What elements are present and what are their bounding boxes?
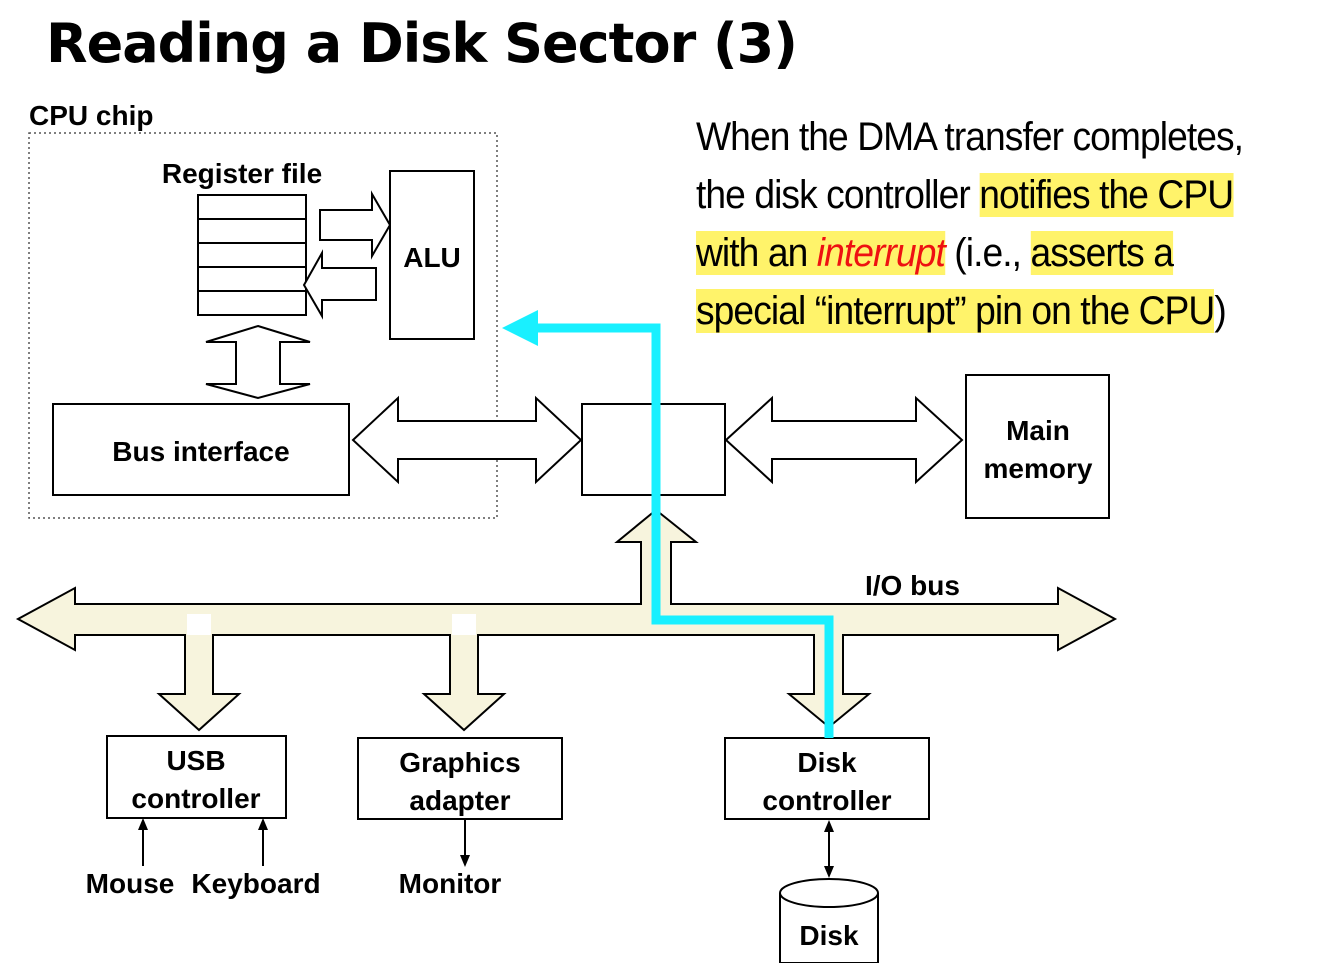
- explanation-part2: (i.e.,: [944, 231, 1031, 275]
- graphics-adapter-label-line1: Graphics: [399, 747, 520, 778]
- graphics-adapter-label-line2: adapter: [409, 785, 510, 816]
- mouse-label: Mouse: [86, 868, 175, 899]
- bus-interface-label: Bus interface: [112, 436, 289, 467]
- cpu-chip-label: CPU chip: [29, 100, 153, 131]
- interrupt-emphasis: interrupt: [816, 231, 946, 275]
- keyboard-arrow: [258, 818, 268, 866]
- mouse-arrow: [138, 818, 148, 866]
- explanation-highlight1: notifies the CPU with an: [696, 173, 1234, 275]
- register-file: [197, 194, 307, 316]
- disk-label: Disk: [799, 920, 859, 951]
- graphics-branch-junction: [452, 614, 476, 635]
- monitor-label: Monitor: [399, 868, 502, 899]
- interrupt-arrowhead: [502, 310, 538, 346]
- main-memory-box: [965, 374, 1110, 519]
- explanation-part3: ): [1214, 289, 1226, 333]
- disk-controller-label-line2: controller: [762, 785, 891, 816]
- memory-bus-arrow: [724, 395, 964, 485]
- page-title: Reading a Disk Sector (3): [46, 12, 798, 75]
- system-bus-arrow: [351, 395, 583, 485]
- explanation-text: When the DMA transfer completes, the dis…: [696, 108, 1273, 340]
- usb-controller-label-line2: controller: [131, 783, 260, 814]
- main-memory-label-line1: Main: [1006, 415, 1070, 446]
- alu-box: [389, 170, 475, 340]
- alu-to-regfile-arrow: [302, 249, 377, 320]
- main-memory-label-line2: memory: [984, 453, 1093, 484]
- explanation-part1: When the DMA transfer completes, the dis…: [696, 115, 1244, 217]
- alu-label: ALU: [403, 242, 461, 273]
- keyboard-label: Keyboard: [191, 868, 320, 899]
- graphics-adapter-box: [357, 737, 563, 820]
- disk-cylinder: [779, 878, 879, 963]
- disk-link-arrow: [824, 820, 834, 878]
- io-bus: [15, 508, 1118, 732]
- usb-controller-label-line1: USB: [166, 745, 225, 776]
- cpu-chip-boundary: [28, 132, 498, 519]
- regfile-to-alu-arrow: [319, 190, 392, 260]
- monitor-arrow: [460, 820, 470, 867]
- register-file-label: Register file: [162, 158, 322, 189]
- regfile-bus-arrow: [205, 324, 311, 400]
- disk-controller-label-line1: Disk: [797, 747, 857, 778]
- usb-branch-junction: [187, 614, 211, 635]
- bus-interface-box: [52, 403, 350, 496]
- io-bus-label: I/O bus: [865, 570, 960, 601]
- interrupt-path: [532, 323, 834, 738]
- usb-controller-box: [106, 735, 287, 819]
